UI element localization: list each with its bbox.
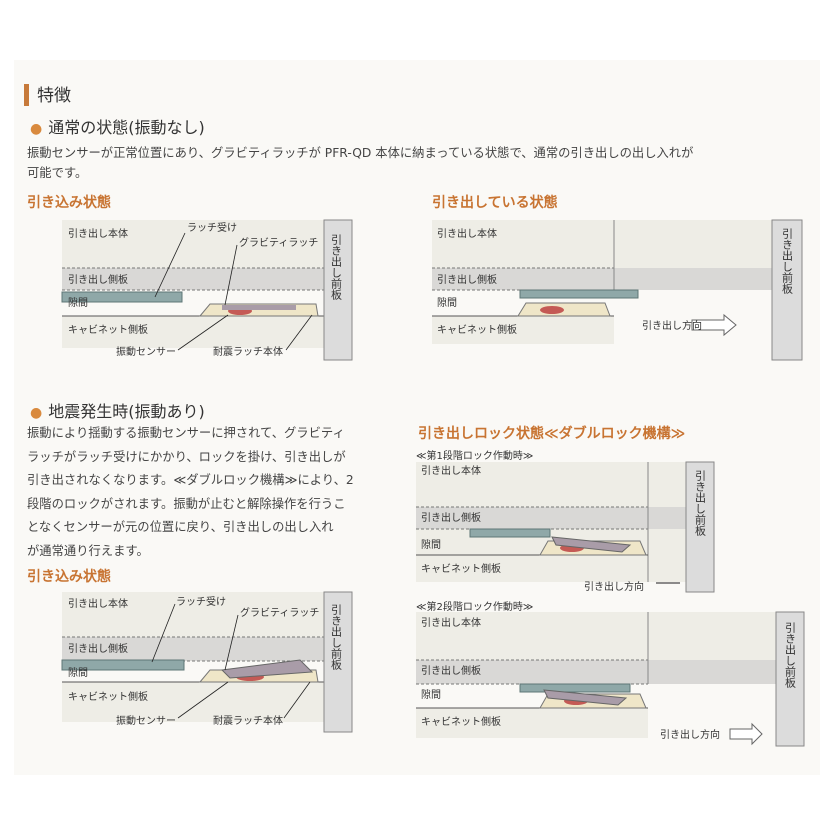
label-cabinet-side: キャビネット側板 bbox=[437, 323, 517, 336]
latch-receiver-rail bbox=[61, 291, 183, 303]
label-front-panel: 引き出し前板 bbox=[330, 233, 343, 301]
label-cabinet-side: キャビネット側板 bbox=[68, 690, 148, 703]
drawer-side-band bbox=[62, 268, 324, 290]
label-drawer-side: 引き出し側板 bbox=[437, 273, 497, 286]
stage1-caption: ≪第1段階ロック作動時≫ bbox=[416, 451, 534, 462]
label-front-panel: 引き出し前板 bbox=[784, 621, 797, 689]
front-panel bbox=[775, 611, 805, 747]
label-cabinet-side: キャビネット側板 bbox=[68, 323, 148, 336]
label-pull-direction: 引き出し方向 bbox=[660, 728, 720, 741]
lock-state-title: 引き出しロック状態≪ダブルロック機構≫ bbox=[418, 426, 686, 442]
label-latch-body: 耐震ラッチ本体 bbox=[213, 714, 283, 727]
label-vibration-sensor: 振動センサー bbox=[116, 714, 176, 727]
label-drawer-side: 引き出し側板 bbox=[421, 664, 481, 677]
label-pull-direction: 引き出し方向 bbox=[642, 319, 702, 332]
normal-state-description: 振動センサーが正常位置にあり、グラビティラッチが PFR-QD 本体に納まってい… bbox=[27, 146, 694, 180]
latch-receiver-rail bbox=[469, 528, 551, 538]
cabinet-side-area bbox=[416, 708, 648, 738]
cabinet-side-area bbox=[432, 316, 614, 344]
quake-state-heading: ●地震発生時(振動あり) bbox=[30, 402, 205, 421]
front-panel bbox=[323, 219, 353, 361]
label-drawer-body: 引き出し本体 bbox=[437, 227, 497, 240]
front-panel bbox=[685, 461, 715, 593]
drawer-body-area bbox=[62, 220, 324, 275]
label-drawer-side: 引き出し側板 bbox=[68, 273, 128, 286]
label-gap: 隙間 bbox=[421, 688, 441, 701]
label-pull-direction: 引き出し方向 bbox=[584, 580, 644, 593]
label-cabinet-side: キャビネット側板 bbox=[421, 562, 501, 575]
label-gravity-latch: グラビティラッチ bbox=[240, 606, 319, 619]
drawer-side-band bbox=[416, 660, 776, 684]
label-drawer-side: 引き出し側板 bbox=[68, 642, 128, 655]
front-panel bbox=[771, 219, 803, 361]
label-front-panel: 引き出し前板 bbox=[781, 227, 794, 295]
normal-state-heading: ●通常の状態(振動なし) bbox=[30, 118, 205, 137]
label-latch-body: 耐震ラッチ本体 bbox=[213, 345, 283, 358]
label-gravity-latch: グラビティラッチ bbox=[239, 236, 318, 249]
label-drawer-body: 引き出し本体 bbox=[68, 597, 128, 610]
label-vibration-sensor: 振動センサー bbox=[116, 345, 176, 358]
latch-receiver-rail bbox=[519, 289, 639, 299]
label-latch-receiver: ラッチ受け bbox=[187, 222, 237, 234]
latch-receiver-rail bbox=[61, 659, 185, 671]
vibration-sensor-shape bbox=[540, 306, 564, 314]
label-gap: 隙間 bbox=[421, 538, 441, 551]
label-cabinet-side: キャビネット側板 bbox=[421, 715, 501, 728]
gravity-latch-shape bbox=[551, 536, 632, 553]
bullet-icon: ● bbox=[30, 121, 43, 137]
gravity-latch-shape bbox=[543, 689, 628, 706]
quake-retracted-title: 引き込み状態 bbox=[27, 569, 111, 585]
latch-housing bbox=[517, 302, 611, 317]
label-gap: 隙間 bbox=[68, 666, 88, 679]
label-drawer-side: 引き出し側板 bbox=[421, 511, 481, 524]
label-gap: 隙間 bbox=[68, 296, 88, 309]
pull-direction-arrow-icon bbox=[691, 313, 737, 337]
normal-pulled-title: 引き出している状態 bbox=[432, 195, 558, 211]
section-title: 特徴 bbox=[37, 86, 71, 106]
section-marker bbox=[24, 84, 29, 106]
drawer-side-band bbox=[432, 268, 772, 290]
label-gap: 隙間 bbox=[437, 296, 457, 309]
stage2-caption: ≪第2段階ロック作動時≫ bbox=[416, 602, 534, 613]
label-front-panel: 引き出し前板 bbox=[330, 603, 343, 671]
cabinet-side-area bbox=[62, 682, 324, 722]
quake-state-description: 振動により揺動する振動センサーに押されて、グラビティ ラッチがラッチ受けにかかり… bbox=[27, 426, 354, 558]
pull-direction-arrow-icon bbox=[729, 722, 763, 746]
drawer-side-band bbox=[416, 507, 686, 529]
front-panel bbox=[323, 591, 353, 733]
bullet-icon: ● bbox=[30, 405, 43, 421]
label-drawer-body: 引き出し本体 bbox=[421, 616, 481, 629]
label-drawer-body: 引き出し本体 bbox=[68, 227, 128, 240]
drawer-side-band bbox=[62, 637, 324, 661]
label-latch-receiver: ラッチ受け bbox=[176, 596, 226, 608]
latch-receiver-rail bbox=[519, 683, 631, 693]
cabinet-side-area bbox=[62, 316, 324, 348]
label-drawer-body: 引き出し本体 bbox=[421, 464, 481, 477]
normal-retracted-title: 引き込み状態 bbox=[27, 195, 111, 211]
gravity-latch-shape bbox=[222, 305, 296, 310]
label-front-panel: 引き出し前板 bbox=[694, 469, 707, 537]
gravity-latch-shape bbox=[220, 659, 314, 679]
